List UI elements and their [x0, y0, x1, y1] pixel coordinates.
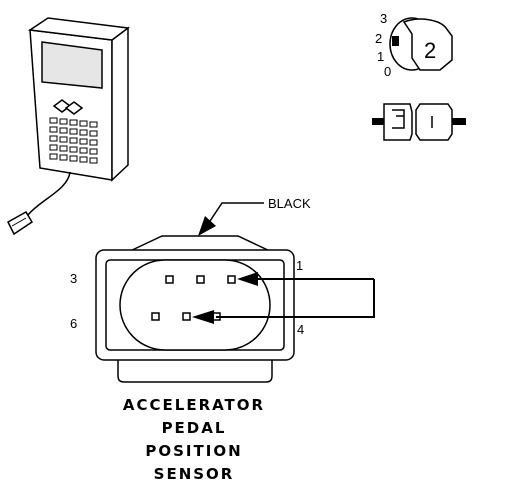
- color-callout: BLACK: [198, 196, 311, 236]
- ignition-key-icon: 3 2 1 0 2: [375, 11, 453, 79]
- pin-label-4: 4: [297, 322, 304, 337]
- title-line-3: POSITION: [145, 442, 242, 460]
- key-position-1: 1: [377, 49, 384, 64]
- pin-label-1: 1: [296, 258, 303, 273]
- pin-label-3: 3: [70, 271, 77, 286]
- scan-tool-icon: [7, 17, 130, 236]
- key-position-0: 0: [384, 64, 391, 79]
- key-position-3: 3: [380, 11, 387, 26]
- pin-label-6: 6: [70, 316, 77, 331]
- title-line-1: ACCELERATOR: [123, 396, 265, 414]
- connector-icon: [95, 235, 295, 383]
- jumper-wire-icon: [372, 103, 466, 141]
- title-line-4: SENSOR: [154, 465, 235, 483]
- jumper-wire: [192, 272, 375, 324]
- key-position-2: 2: [375, 31, 382, 46]
- color-callout-label: BLACK: [268, 196, 311, 211]
- title-line-2: PEDAL: [162, 419, 227, 437]
- key-number: 2: [424, 38, 436, 63]
